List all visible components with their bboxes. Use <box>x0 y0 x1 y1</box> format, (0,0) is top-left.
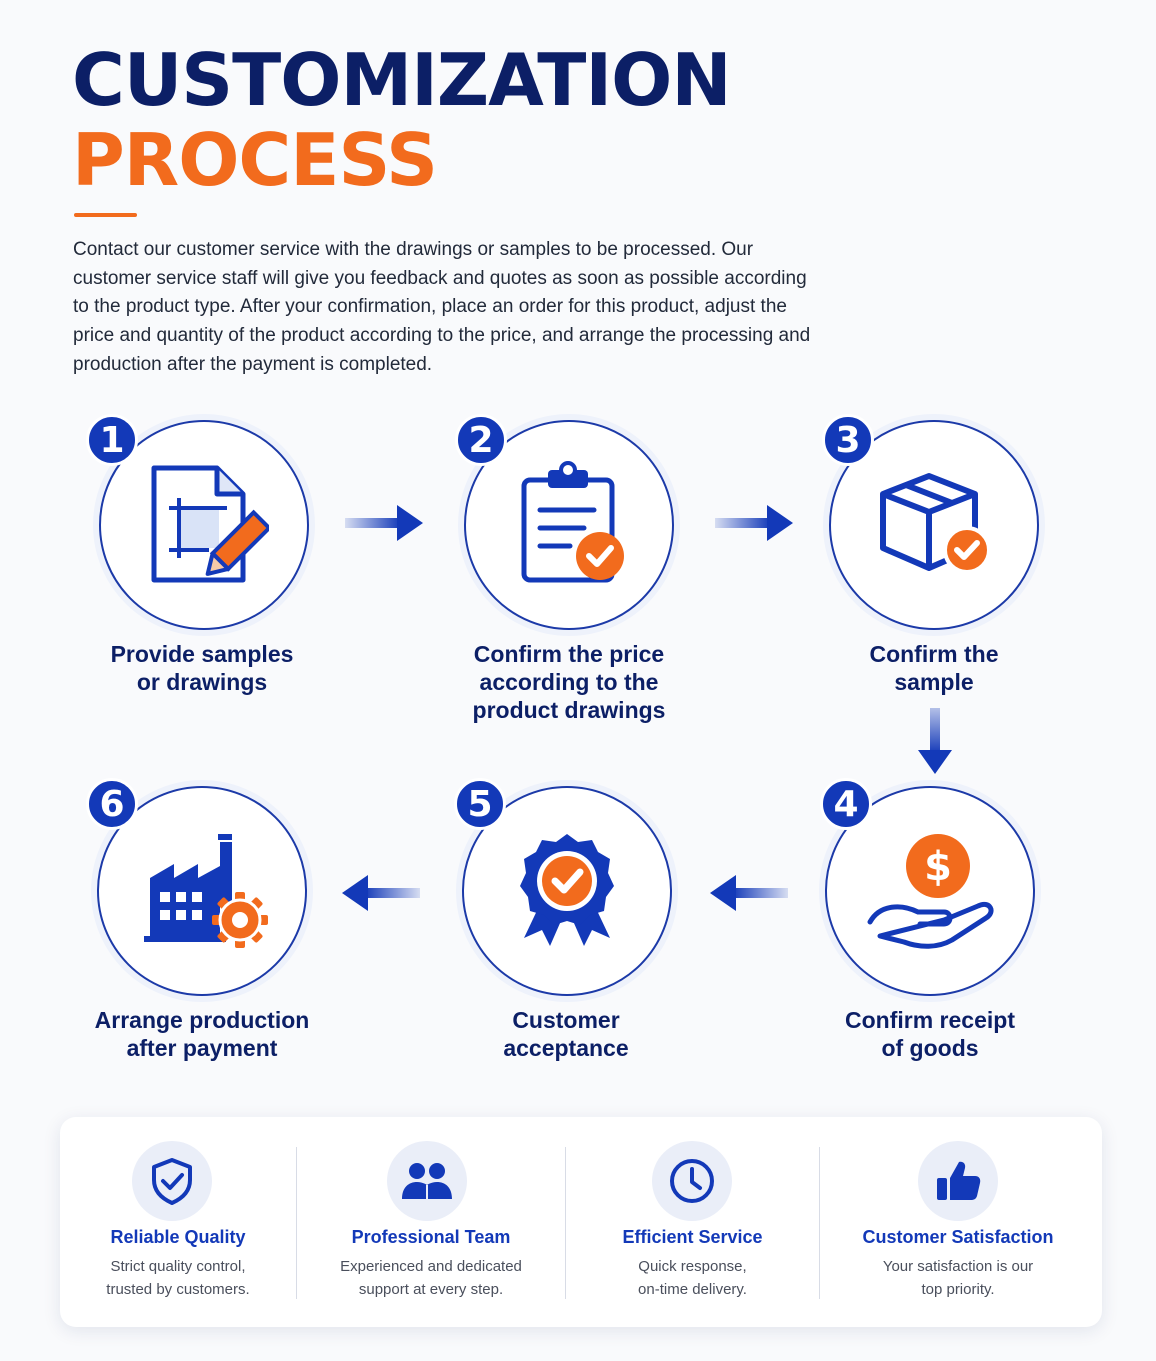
arrow-right-icon <box>715 505 793 541</box>
arrow-left-icon <box>342 875 420 911</box>
feature-desc: Your satisfaction is our top priority. <box>882 1258 1034 1298</box>
factory-gear-icon <box>144 834 268 948</box>
divider <box>819 1147 820 1299</box>
step-circle <box>99 420 309 630</box>
divider <box>565 1147 566 1299</box>
step-label: Provide samples or drawings <box>110 641 294 695</box>
feature-reliable-quality: Reliable Quality Strict quality control,… <box>60 1117 296 1327</box>
step-number-badge: 4 <box>820 778 872 830</box>
clock-icon <box>670 1159 714 1203</box>
step-number-badge: 3 <box>822 414 874 466</box>
arrow-down-icon <box>918 708 952 774</box>
box-check-icon <box>880 473 991 574</box>
feature-efficient-service: Efficient Service Quick response, on-tim… <box>566 1117 819 1327</box>
intro-text: Contact our customer service with the dr… <box>73 239 811 375</box>
feature-icon-wrap <box>132 1141 212 1221</box>
award-badge-icon <box>520 834 614 946</box>
feature-icon-wrap <box>387 1141 467 1221</box>
thumbs-up-icon <box>937 1161 981 1200</box>
feature-desc: Experienced and dedicated support at eve… <box>340 1258 522 1298</box>
team-icon <box>402 1163 452 1199</box>
title-underline <box>74 213 137 217</box>
arrow-right-icon <box>345 505 423 541</box>
step-number-badge: 6 <box>86 778 138 830</box>
step-label: Confirm receipt of goods <box>845 1007 1015 1061</box>
step-number-badge: 2 <box>455 414 507 466</box>
feature-professional-team: Professional Team Experienced and dedica… <box>297 1117 565 1327</box>
step-circle <box>97 786 307 996</box>
feature-title: Efficient Service <box>622 1227 763 1247</box>
shield-check-icon <box>152 1158 192 1205</box>
feature-title: Professional Team <box>351 1227 511 1247</box>
step-circle: $ <box>825 786 1035 996</box>
divider <box>296 1147 297 1299</box>
step-label: Customer acceptance <box>503 1007 629 1061</box>
feature-title: Reliable Quality <box>110 1227 246 1247</box>
feature-icon-wrap <box>918 1141 998 1221</box>
step-label: Arrange production after payment <box>94 1007 310 1061</box>
page-subtitle: PROCESS <box>72 118 438 202</box>
feature-desc: Quick response, on-time delivery. <box>638 1258 747 1298</box>
feature-icon-wrap <box>652 1141 732 1221</box>
step-number-badge: 5 <box>454 778 506 830</box>
feature-desc: Strict quality control, trusted by custo… <box>106 1258 250 1298</box>
document-pencil-icon <box>151 465 269 583</box>
features-panel: Reliable Quality Strict quality control,… <box>60 1117 1102 1327</box>
step-number-badge: 1 <box>86 414 138 466</box>
arrow-left-icon <box>710 875 788 911</box>
feature-customer-satisfaction: Customer Satisfaction Your satisfaction … <box>820 1117 1096 1327</box>
hand-dollar-icon: $ <box>867 834 994 949</box>
step-label: Confirm the price according to the produ… <box>472 641 666 723</box>
feature-title: Customer Satisfaction <box>862 1227 1054 1247</box>
step-label: Confirm the sample <box>869 641 999 695</box>
page-title: CUSTOMIZATION <box>72 38 732 122</box>
svg-text:$: $ <box>924 844 952 890</box>
clipboard-check-icon <box>521 461 624 583</box>
